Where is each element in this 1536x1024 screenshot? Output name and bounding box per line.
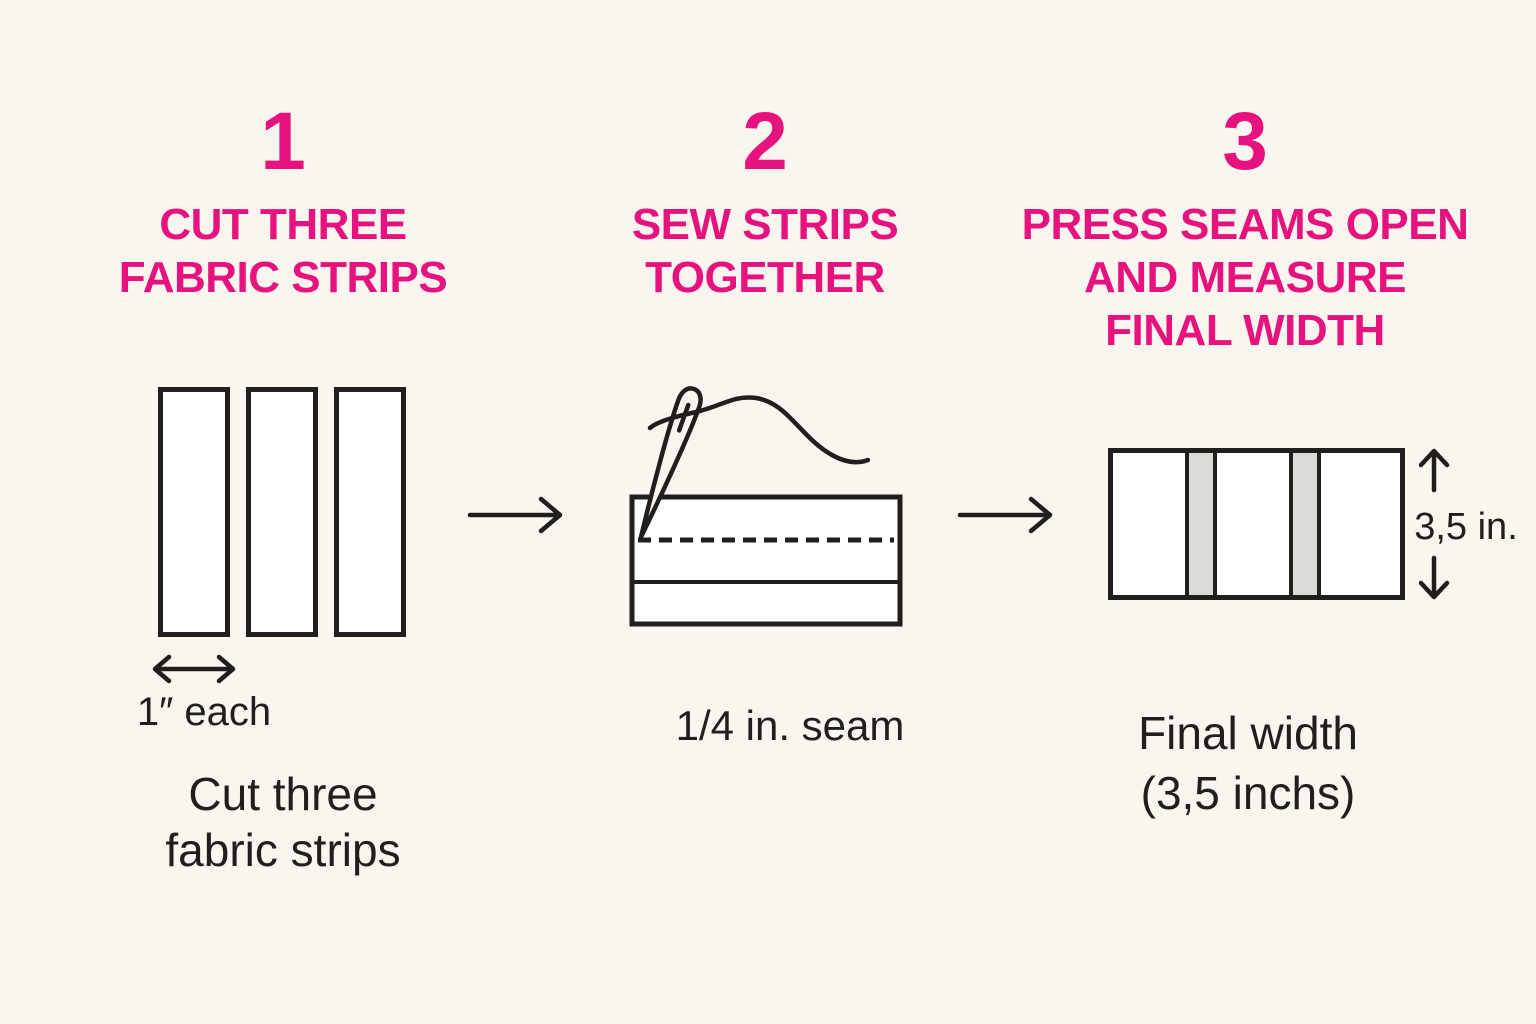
fabric-strip-2 [246, 387, 318, 637]
step3-caption-line: Final width [1138, 707, 1358, 759]
step1-title: CUT THREE FABRIC STRIPS [33, 198, 533, 304]
step3-number: 3 [1222, 96, 1268, 187]
step1-caption: Cut three fabric strips [73, 766, 493, 878]
pressed-strips-rect [1108, 448, 1405, 600]
step1-title-line: CUT THREE [159, 200, 407, 249]
pressed-seam [1185, 453, 1217, 595]
pressed-seam [1289, 453, 1321, 595]
step1-caption-line: Cut three [188, 768, 378, 820]
arrow-right-icon [957, 496, 1053, 534]
fabric-strip-3 [334, 387, 406, 637]
step2-title: SEW STRIPS TOGETHER [515, 198, 1015, 304]
step3-caption: Final width (3,5 inchs) [1038, 703, 1458, 823]
step3-title: PRESS SEAMS OPEN AND MEASURE FINAL WIDTH [995, 198, 1495, 357]
arrow-right-icon [467, 496, 563, 534]
arrow-down-icon [1418, 555, 1450, 600]
fabric-strip-1 [158, 387, 230, 637]
step3-caption-line: (3,5 inchs) [1140, 767, 1356, 819]
step1-title-line: FABRIC STRIPS [118, 253, 448, 302]
sewn-strips-rect [629, 494, 903, 627]
step1-caption-line: fabric strips [165, 824, 401, 876]
step3-title-line: PRESS SEAMS OPEN [1021, 200, 1469, 249]
step2-caption: 1/4 in. seam [675, 702, 905, 749]
step3-title-line: FINAL WIDTH [1105, 306, 1385, 355]
step2-number: 2 [742, 96, 788, 187]
step1-number: 1 [260, 96, 306, 187]
needle-icon [638, 386, 703, 540]
step2-title-line: TOGETHER [645, 253, 885, 302]
final-width-measure-label: 3,5 in. [1414, 506, 1518, 548]
step2-title-line: SEW STRIPS [631, 200, 899, 249]
double-arrow-icon [152, 654, 236, 684]
strip-width-label: 1″ each [136, 690, 272, 734]
thread-curve [647, 395, 871, 465]
needle-thread-illustration [629, 386, 903, 627]
arrow-up-icon [1418, 448, 1450, 493]
step3-title-line: AND MEASURE [1083, 253, 1407, 302]
